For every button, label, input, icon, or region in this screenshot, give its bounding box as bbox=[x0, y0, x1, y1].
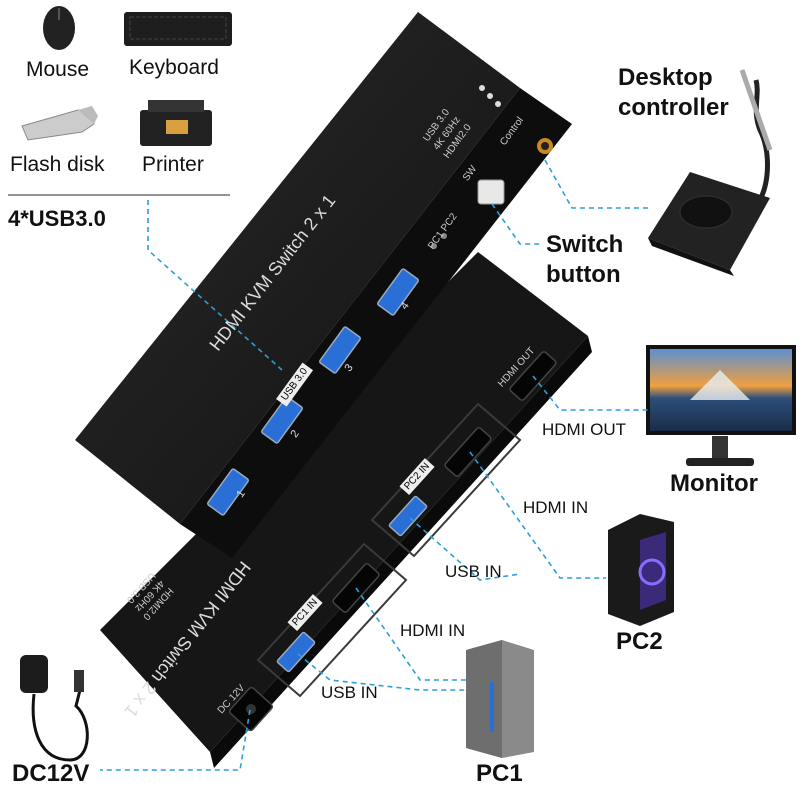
pc2-label: PC2 bbox=[616, 628, 663, 655]
hdmi-out-label: HDMI OUT bbox=[542, 420, 627, 439]
usb-in-pc1-label: USB IN bbox=[321, 683, 378, 702]
monitor-icon bbox=[646, 345, 796, 466]
monitor-label: Monitor bbox=[670, 470, 758, 497]
switch-button-label-2: button bbox=[546, 261, 621, 288]
pc2-tower-icon bbox=[608, 514, 674, 626]
mouse-icon bbox=[43, 6, 75, 50]
hdmi-in-pc1-label: HDMI IN bbox=[400, 621, 466, 640]
pc2-usb-port-shape bbox=[388, 495, 428, 537]
printer-label: Printer bbox=[142, 153, 204, 176]
keyboard-icon bbox=[124, 12, 232, 46]
pc1-tower-icon bbox=[466, 640, 534, 758]
switch-button-label-1: Switch bbox=[546, 231, 624, 258]
hdmi-in-pc2-label: HDMI IN bbox=[523, 498, 589, 517]
pc1-label: PC1 bbox=[476, 760, 523, 787]
guide-lines bbox=[8, 159, 648, 771]
desktop-controller-label-2: controller bbox=[618, 94, 729, 121]
mouse-label: Mouse bbox=[26, 58, 90, 81]
desktop-controller-icon bbox=[648, 69, 773, 276]
usb-ports-label: 4*USB3.0 bbox=[8, 206, 106, 231]
kvm-front-unit bbox=[75, 12, 572, 558]
power-adapter-icon bbox=[20, 655, 89, 762]
keyboard-label: Keyboard bbox=[129, 56, 219, 79]
printer-icon bbox=[140, 100, 212, 146]
flash-disk-label: Flash disk bbox=[10, 153, 105, 176]
usb-in-pc2-label: USB IN bbox=[445, 562, 502, 581]
flash-disk-icon bbox=[21, 106, 98, 141]
desktop-controller-label-1: Desktop bbox=[618, 64, 713, 91]
dc12v-label: DC12V bbox=[12, 760, 90, 787]
pc1-usb-port-shape bbox=[276, 631, 316, 673]
sw-button-shape bbox=[477, 179, 505, 205]
